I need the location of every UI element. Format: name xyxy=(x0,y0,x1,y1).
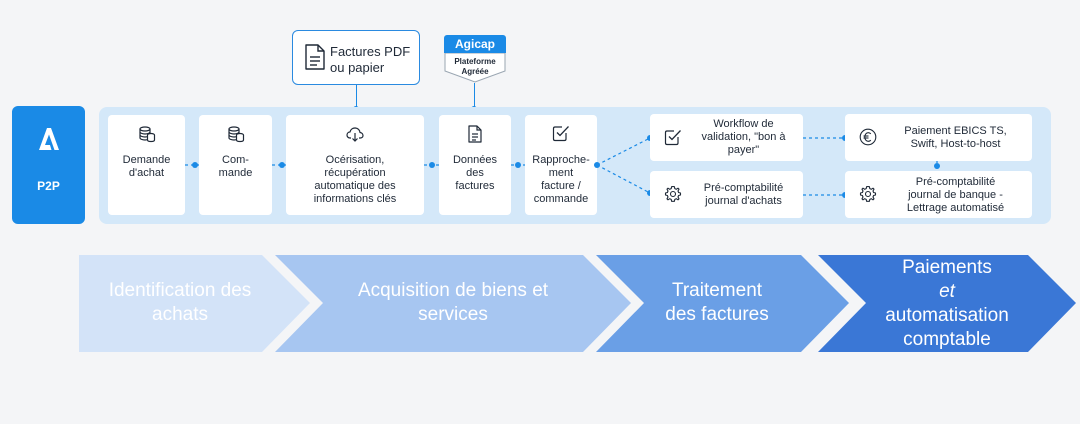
phase-chevron-acquisition xyxy=(275,255,631,352)
checkbox-icon xyxy=(664,130,681,146)
pdf-connector xyxy=(356,85,357,108)
gear-icon xyxy=(664,185,682,202)
phase-label-traitement: Traitement des factures xyxy=(665,280,769,325)
p2p-block: P2P xyxy=(12,106,85,224)
card-rapprochement: Rapproche- ment facture / commande xyxy=(525,115,597,215)
card-demande-achat: Demande d'achat xyxy=(108,115,185,215)
card-donnees-factures: Données des factures xyxy=(439,115,511,215)
document-icon xyxy=(468,125,482,143)
pdf-input-card: Factures PDF ou papier xyxy=(292,30,420,85)
agicap-brand: Agicap xyxy=(444,35,506,53)
phase-chevron-paiements xyxy=(818,255,1076,352)
coins-icon xyxy=(227,126,244,143)
agicap-logo-icon xyxy=(39,128,59,150)
agicap-badge: Agicap Plateforme Agréée xyxy=(444,35,506,83)
agicap-connector xyxy=(474,83,475,107)
card-precompta-banque: Pré-comptabilité journal de banque - Let… xyxy=(845,171,1032,218)
phase-label-paiements: Paiements et automatisation comptable xyxy=(885,257,1009,350)
euro-icon xyxy=(859,128,877,146)
card-precompta-achats: Pré-comptabilité journal d'achats xyxy=(650,171,803,218)
cloud-download-icon xyxy=(346,127,364,142)
checkbox-icon xyxy=(552,126,569,142)
card-commande: Com- mande xyxy=(199,115,272,215)
card-paiement: Paiement EBICS TS, Swift, Host-to-host xyxy=(845,114,1032,161)
agicap-label: Plateforme Agréée xyxy=(454,57,496,76)
card-ocerisation: Océrisation, récupération automatique de… xyxy=(286,115,424,215)
phase-label-acquisition: Acquisition de biens et services xyxy=(357,280,549,325)
pdf-input-text: Factures PDF ou papier xyxy=(330,44,411,75)
p2p-label: P2P xyxy=(37,179,60,193)
phase-label-identification: Identification des achats xyxy=(108,280,252,325)
coins-icon xyxy=(138,126,155,143)
phase-chevron-identification xyxy=(79,255,310,352)
document-icon xyxy=(305,44,325,70)
badge-shape xyxy=(444,52,506,83)
phase-chevron-traitement xyxy=(596,255,849,352)
gear-icon xyxy=(859,185,877,202)
card-workflow-validation: Workflow de validation, "bon à payer" xyxy=(650,114,803,161)
